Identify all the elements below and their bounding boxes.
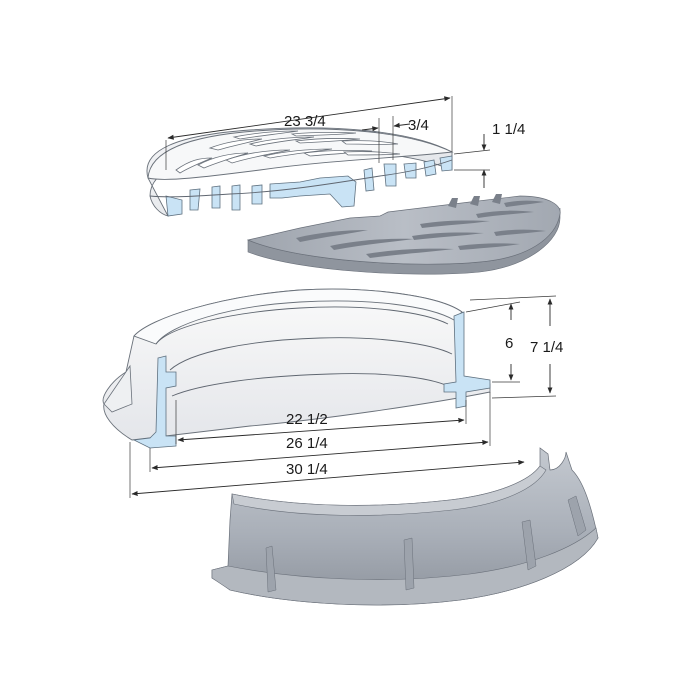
dim-frame-flange: 30 1/4 — [286, 461, 328, 478]
grate-cut-face — [165, 155, 453, 217]
grate-under-edge — [149, 159, 453, 198]
frame-cut-left — [132, 355, 177, 449]
frame-half-casting — [211, 447, 599, 606]
dim-frame-inner-height: 6 — [505, 335, 513, 352]
grate-section-view — [146, 127, 454, 217]
frame-half-inner-rim — [231, 465, 547, 516]
frame-section-view — [102, 288, 491, 449]
frame-half-flange — [211, 527, 599, 606]
grate-dimensions: 23 3/4 3/4 1 1/4 — [165, 96, 525, 188]
frame-lug — [103, 364, 133, 413]
dim-frame-opening: 22 1/2 — [286, 411, 328, 428]
dim-frame-total-height: 7 1/4 — [530, 339, 563, 356]
dim-grate-diameter: 23 3/4 — [284, 113, 326, 130]
dim-grate-thickness: 1 1/4 — [492, 121, 525, 138]
frame-dimensions: 6 7 1/4 22 1/2 26 1/4 30 1/4 — [129, 295, 563, 498]
frame-half-ribs — [265, 495, 587, 593]
grate-half-casting — [246, 194, 561, 275]
dim-frame-seat: 26 1/4 — [286, 435, 328, 452]
grate-half-slots — [296, 194, 546, 258]
dim-grate-bar-width: 3/4 — [408, 117, 429, 134]
